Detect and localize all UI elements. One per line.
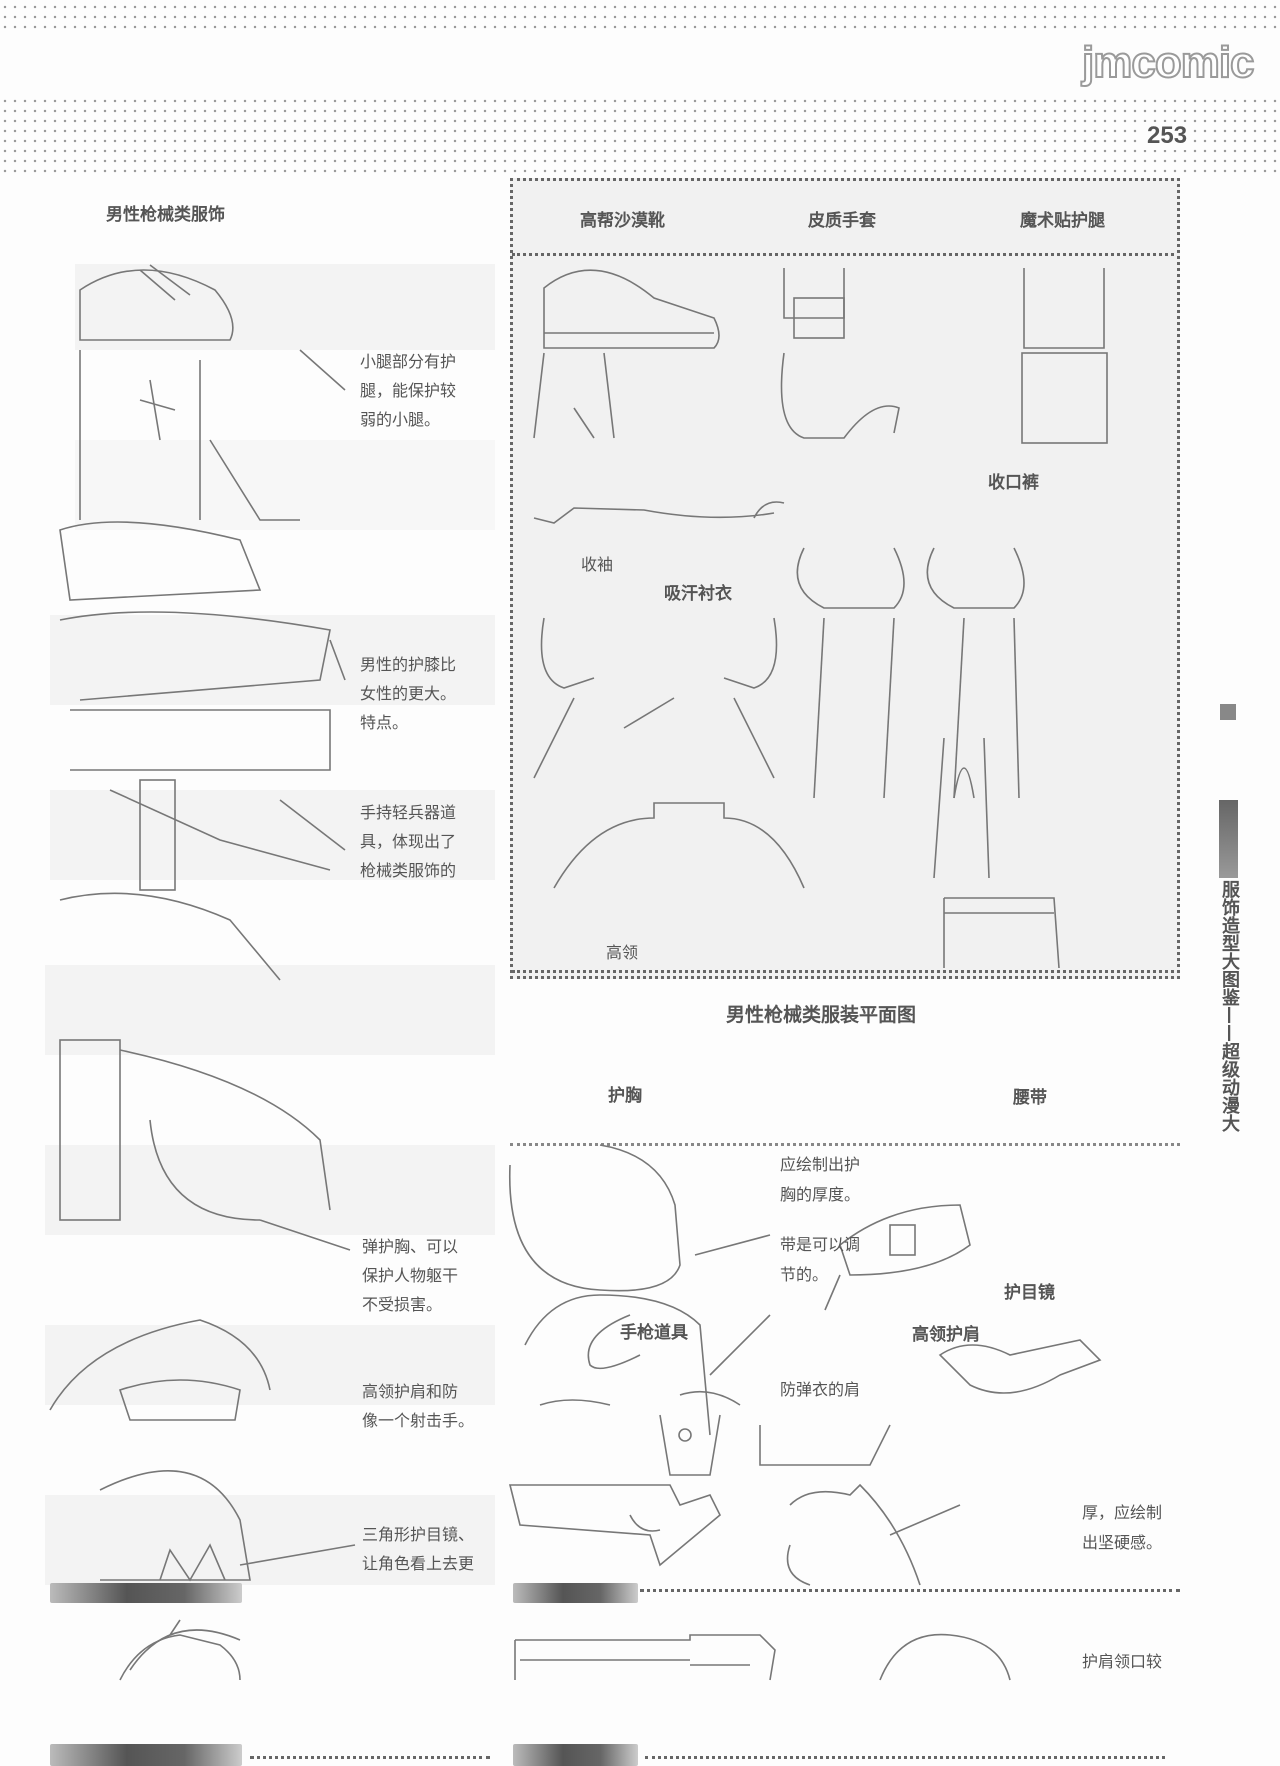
note-hard-feel: 厚，应绘制出坚硬感。: [1082, 1503, 1163, 1552]
label-belt: 腰带: [1013, 1088, 1047, 1108]
section-badge-bottom-left: [50, 1744, 242, 1766]
caption-goggles: 三角形护目镜、让角色看上去更: [362, 1525, 475, 1573]
section-divider: [510, 1143, 1180, 1146]
label-cuffed-sleeve: 收袖: [581, 555, 614, 574]
top-dot-band: [0, 2, 1280, 30]
label-collar-shoulder-guard: 高领护肩: [912, 1325, 980, 1345]
caption-light-weapon: 手持轻兵器道具，体现出了枪械类服饰的: [360, 803, 457, 880]
label-leather-gloves: 皮质手套: [808, 211, 876, 231]
label-desert-boots: 高帮沙漠靴: [580, 211, 665, 231]
caption-leg-guard: 小腿部分有护腿，能保护较弱的小腿。: [360, 352, 457, 429]
side-tab-marker: [1220, 704, 1236, 720]
label-chest-guard: 护胸: [608, 1086, 642, 1106]
left-section-title: 男性枪械类服饰: [106, 205, 225, 225]
section-badge-right: [513, 1583, 638, 1603]
side-tab-bar: [1219, 800, 1238, 878]
caption-collar-shoulder: 高领护肩和防像一个射击手。: [362, 1382, 475, 1430]
section-badge-bottom-right: [513, 1744, 638, 1766]
pistol-and-collar-drawing: [514, 1633, 1011, 1681]
label-pistol-prop: 手枪道具: [620, 1323, 688, 1343]
caption-knee-pad: 男性的护膝比女性的更大。特点。: [360, 655, 457, 732]
note-collar-opening: 护肩领口较: [1082, 1652, 1163, 1671]
label-velcro-leggings: 魔术贴护腿: [1020, 211, 1105, 231]
caption-chest-armor: 弹护胸、可以保护人物躯干不受损害。: [362, 1237, 459, 1314]
soldier-figure-drawing: [49, 264, 356, 1671]
bottom-left-divider: [250, 1756, 490, 1759]
hair-sketch: [119, 1619, 241, 1681]
flat-drawing-title: 男性枪械类服装平面图: [726, 1004, 917, 1026]
header-dot-band: [0, 96, 1280, 174]
note-chest-thickness: 应绘制出护胸的厚度。: [780, 1155, 861, 1204]
flat-drawing-panel: [510, 178, 1180, 979]
label-cuffed-pants: 收口裤: [988, 473, 1039, 493]
label-goggles: 护目镜: [1004, 1283, 1055, 1303]
watermark-logo: jmcomic: [1081, 37, 1256, 88]
page-number: 253: [1143, 122, 1192, 150]
note-adjustable-strap: 带是可以调节的。: [780, 1235, 861, 1284]
label-sweat-shirt: 吸汗衬衣: [664, 584, 732, 604]
section-badge-left: [50, 1583, 242, 1603]
note-vest-shoulder: 防弹衣的肩: [780, 1380, 861, 1399]
panel-footer-divider: [512, 970, 1174, 973]
panel-header-divider: [512, 253, 1174, 256]
label-high-collar: 高领: [606, 943, 639, 962]
lower-divider: [640, 1589, 1180, 1592]
clothing-flat-drawings: [533, 268, 1108, 969]
side-tab-book-title: 服饰造型大图鉴——超级动漫大: [1219, 880, 1240, 1132]
bottom-right-divider: [645, 1756, 1165, 1759]
gear-drawings: [508, 1144, 1102, 1586]
